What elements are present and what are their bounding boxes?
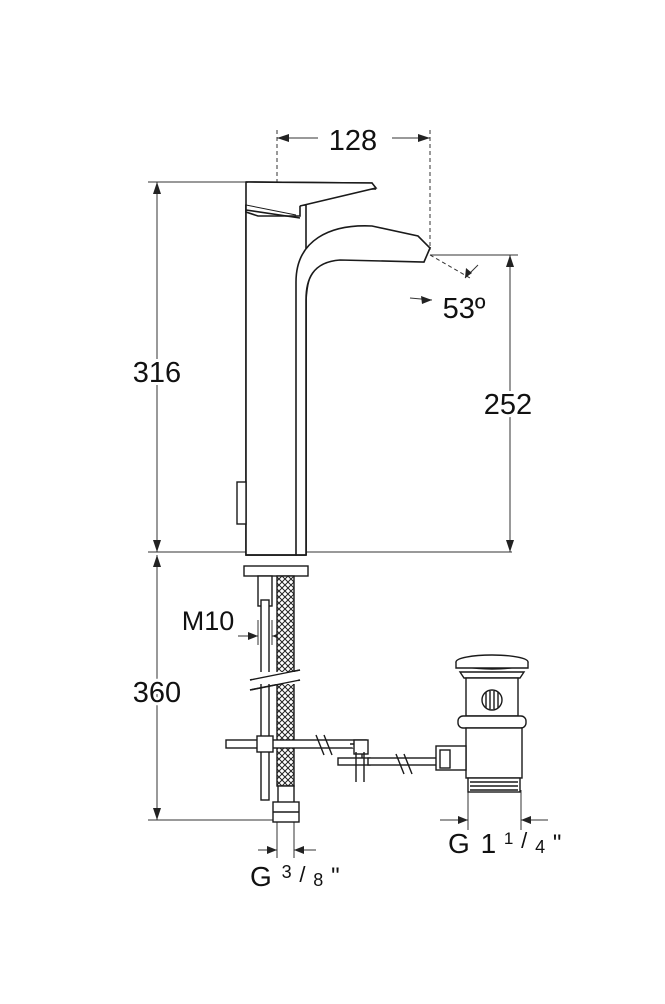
below-deck-length-label: 360	[133, 677, 181, 709]
spout-reach-label: 128	[329, 125, 377, 157]
waste-thread-whole: 1	[481, 828, 497, 859]
waste-thread-denominator: 4	[535, 837, 545, 857]
waste-thread-numerator: 1	[504, 829, 513, 848]
waste-thread-slash: /	[521, 828, 528, 853]
waste-thread-label: G 1 1 / 4 "	[448, 819, 561, 859]
supply-hoses	[249, 575, 301, 823]
spout-angle-label: 53º	[443, 293, 486, 325]
supply-thread-prefix: G	[250, 861, 272, 892]
dimension-arrows	[153, 134, 531, 854]
waste-thread-unit: "	[553, 830, 562, 857]
supply-thread-numerator: 3	[282, 862, 292, 882]
waste-thread-prefix: G	[448, 828, 470, 859]
supply-thread-label: G 3 / 8 "	[250, 853, 340, 892]
supply-thread-unit: "	[331, 863, 340, 890]
total-height-label: 316	[133, 357, 181, 389]
faucet-body	[236, 181, 432, 577]
supply-thread-denominator: 8	[313, 870, 323, 890]
supply-thread-slash: /	[299, 862, 306, 887]
outlet-height-label: 252	[484, 389, 532, 421]
waste-valve	[435, 654, 529, 793]
thread-m10-label: M10	[182, 606, 235, 636]
lift-rod-linkage	[225, 734, 441, 782]
